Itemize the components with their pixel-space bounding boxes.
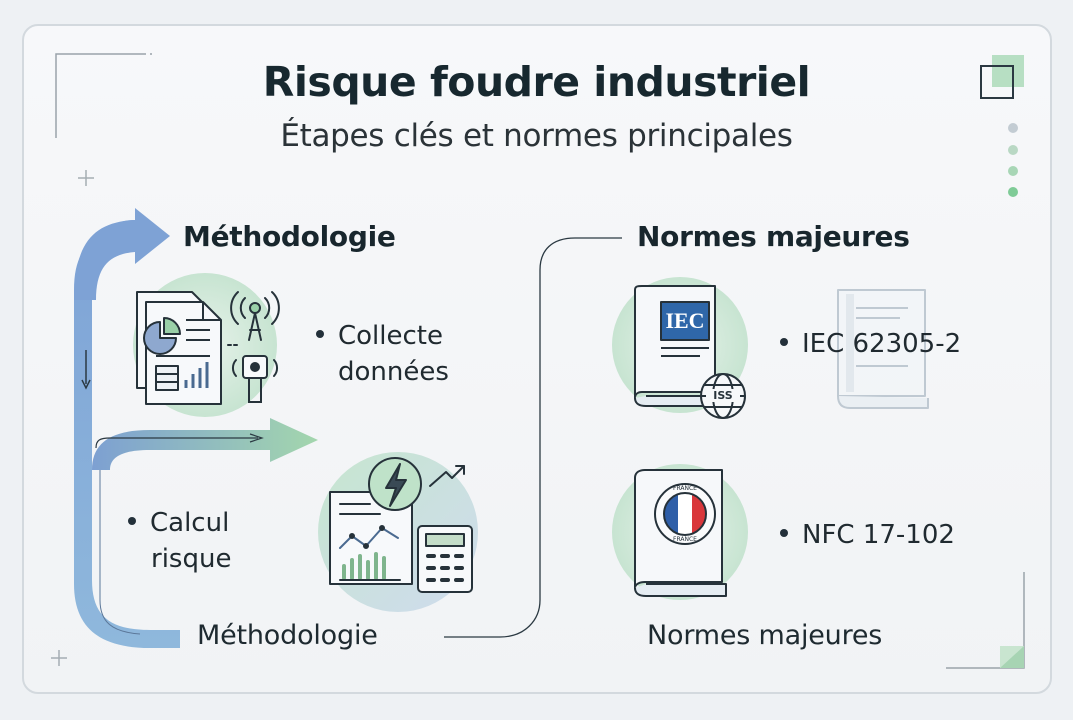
step-calc-line2: risque: [151, 544, 232, 574]
corner-frame-top-left: [55, 53, 140, 138]
standard-iec: IEC 62305-2: [780, 326, 961, 362]
step-collect-line2: données: [338, 357, 449, 387]
step-collect-line1: Collecte: [338, 321, 443, 351]
antenna-icon: [227, 291, 280, 403]
faded-book-icon: [837, 289, 929, 409]
standard-iec-label: IEC 62305-2: [802, 329, 962, 359]
france-badge-bottom-text: FRANCE: [673, 536, 697, 543]
step-calc-risk: Calcul: [128, 505, 229, 541]
page-subtitle: Étapes clés et normes principales: [280, 118, 793, 154]
methodology-heading-top: Méthodologie: [183, 220, 396, 253]
methodology-heading-bottom: Méthodologie: [197, 620, 378, 651]
plus-icon: [51, 170, 94, 666]
step-calc-line1: Calcul: [150, 508, 230, 538]
dots-icon: [1008, 123, 1018, 197]
flow-arrow: [74, 208, 318, 648]
bullet-dot: [316, 329, 324, 338]
page-title: Risque foudre industriel: [262, 58, 811, 106]
iss-badge-text: ISS: [706, 389, 740, 402]
documents-icon: [136, 291, 222, 405]
step-collect-data: Collecte: [316, 318, 443, 354]
standard-nfc: NFC 17-102: [780, 517, 955, 553]
standards-heading-bottom: Normes majeures: [647, 620, 883, 651]
bullet-dot: [780, 337, 788, 346]
bullet-dot: [128, 516, 136, 525]
france-badge-top-text: FRANCE: [673, 485, 697, 492]
bullet-dot: [780, 528, 788, 537]
standard-nfc-label: NFC 17-102: [802, 520, 955, 550]
connector-line: [444, 237, 622, 638]
standards-heading-top: Normes majeures: [637, 220, 910, 253]
iec-book-icon: [634, 285, 746, 419]
nfc-book-icon: [634, 469, 727, 597]
iec-badge-text: IEC: [665, 308, 705, 333]
risk-calc-icon: [329, 457, 473, 593]
squares-icon: [980, 55, 1024, 99]
